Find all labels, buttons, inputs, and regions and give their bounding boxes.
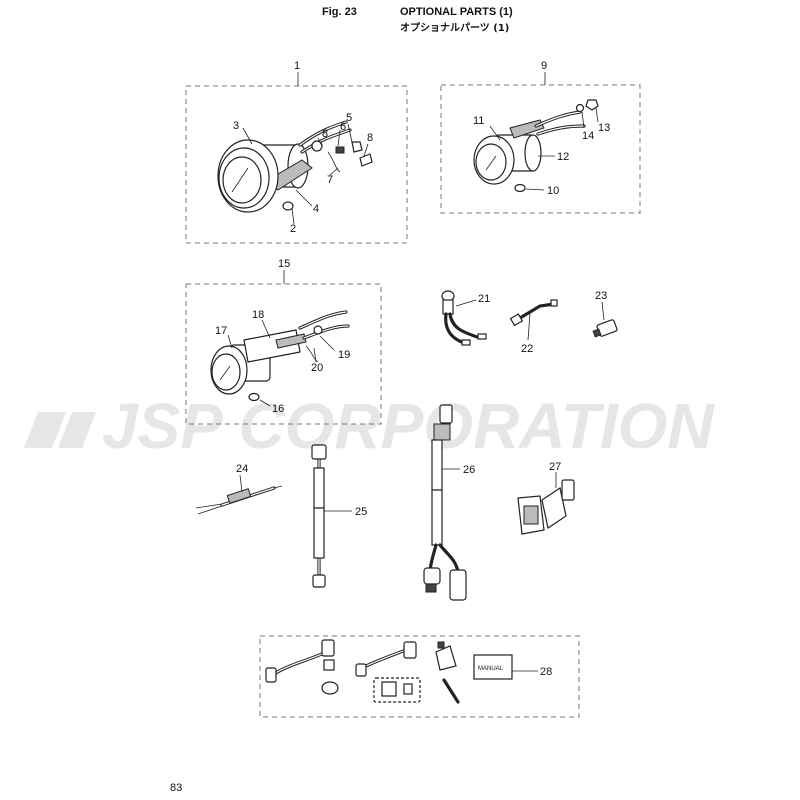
watermark-logo-icon	[24, 412, 96, 448]
callout-2: 2	[290, 223, 296, 235]
callout-18: 18	[252, 309, 264, 321]
part-24-cable	[195, 474, 283, 515]
meter-assembly-9	[473, 99, 599, 193]
callout-14: 14	[582, 130, 594, 142]
callout-4: 4	[313, 203, 319, 215]
callout-10: 10	[547, 185, 559, 197]
part-23-sensor	[592, 301, 618, 338]
leader-lines-9	[489, 72, 599, 191]
callout-8a: 8	[322, 128, 328, 140]
callout-3: 3	[233, 120, 239, 132]
callout-6: 6	[340, 121, 346, 133]
callout-13: 13	[598, 122, 610, 134]
manual-booklet	[473, 654, 513, 680]
part-25-extension-cable	[311, 444, 352, 588]
callout-25: 25	[355, 506, 367, 518]
callouts: 1 2 3 4 5 6 7 8 8 9 10 11 12 13 14 15 16…	[215, 60, 610, 678]
callout-17: 17	[215, 325, 227, 337]
group-box-28	[259, 635, 580, 718]
callout-19: 19	[338, 349, 350, 361]
callout-15: 15	[278, 258, 290, 270]
callout-24: 24	[236, 463, 248, 475]
part-26-main-harness	[423, 404, 467, 601]
page-title: OPTIONAL PARTS (1)	[400, 6, 513, 18]
watermark-text: JSP CORPORATION	[102, 390, 715, 462]
callout-28: 28	[540, 666, 552, 678]
callout-27: 27	[549, 461, 561, 473]
callout-7: 7	[327, 174, 333, 186]
page-number: 83	[170, 782, 183, 794]
callout-5: 5	[346, 112, 352, 124]
callout-20: 20	[311, 362, 323, 374]
kit-28-contents: MANUAL	[265, 639, 538, 704]
callout-11: 11	[473, 115, 484, 127]
part-27-panel	[517, 472, 575, 535]
group-box-9	[440, 84, 641, 214]
callout-8b: 8	[367, 132, 373, 144]
callout-1: 1	[294, 60, 300, 72]
watermark: JSP CORPORATION	[24, 390, 715, 462]
callout-22: 22	[521, 343, 533, 355]
group-box-15	[185, 283, 382, 425]
manual-label: MANUAL	[478, 666, 504, 672]
callout-9: 9	[541, 60, 547, 72]
meter-assembly-15	[210, 310, 350, 402]
callout-23: 23	[595, 290, 607, 302]
meter-assembly-1	[217, 120, 373, 213]
figure-label: Fig. 23	[322, 6, 357, 18]
page-title-japanese: オプショナルパーツ (1)	[400, 23, 510, 34]
callout-26: 26	[463, 464, 475, 476]
leader-lines-1	[242, 72, 369, 225]
group-box-1	[185, 85, 408, 244]
callout-12: 12	[557, 151, 569, 163]
part-21-switch	[441, 290, 487, 346]
callout-16: 16	[272, 403, 284, 415]
leader-lines-15	[227, 270, 335, 407]
part-22-harness	[509, 299, 558, 341]
callout-21: 21	[478, 293, 490, 305]
